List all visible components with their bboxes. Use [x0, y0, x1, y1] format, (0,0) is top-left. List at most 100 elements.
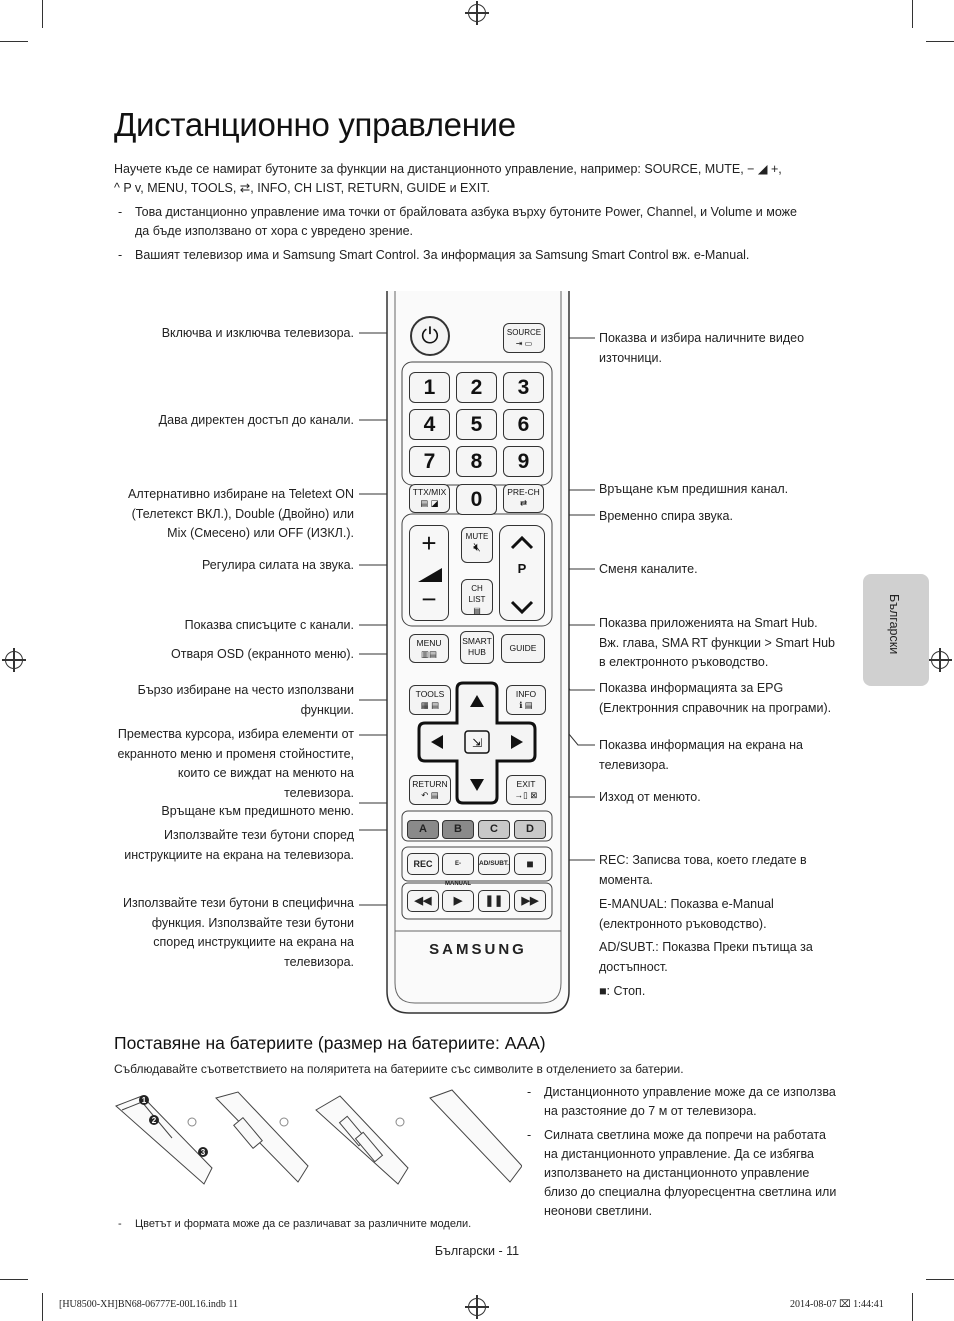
label-emanual: E-MANUAL: Показва e-Manual (електронното…	[599, 897, 774, 931]
e-manual-button[interactable]: E-MANUAL	[442, 853, 474, 887]
source-button[interactable]: SOURCE⇥ ▭	[503, 323, 545, 353]
digit-8-button[interactable]: 8	[456, 446, 497, 477]
dash: -	[527, 1085, 532, 1099]
label-power: Включва и изключва телевизора.	[161, 326, 354, 340]
rec-button[interactable]: REC	[407, 853, 439, 875]
channel-rocker[interactable]: P	[499, 525, 545, 621]
color-button-a[interactable]: A	[407, 820, 439, 839]
color-button-d[interactable]: D	[514, 820, 546, 839]
pre-ch-button[interactable]: PRE-CH⇄	[503, 484, 544, 513]
label-menu: Отваря OSD (екранното меню).	[171, 647, 354, 661]
label-stop: ■: Стоп.	[599, 984, 646, 998]
navigation-pad[interactable]: ⇲	[415, 679, 539, 807]
info-label: INFO	[515, 689, 537, 699]
digit-0-button[interactable]: 0	[456, 484, 497, 515]
battery-note-text: Дистанционното управление може да се изп…	[544, 1085, 836, 1118]
volume-down-icon: −	[421, 584, 437, 614]
digit-7-button[interactable]: 7	[409, 446, 450, 477]
mute-button[interactable]: MUTE🔇︎	[461, 527, 493, 563]
page-title: Дистанционно управление	[114, 106, 516, 143]
color-button-c[interactable]: C	[478, 820, 510, 839]
menu-button[interactable]: MENU▥▤	[409, 634, 449, 663]
ch-list-button[interactable]: CH LIST▤	[461, 579, 493, 615]
tools-button[interactable]: TOOLS▦ ▤	[409, 685, 451, 715]
label-exit: Изход от менюто.	[599, 790, 701, 804]
note-smart-control: - Вашият телевизор има и Samsung Smart C…	[118, 246, 749, 265]
exit-button[interactable]: EXIT→▯ ⊠	[506, 775, 546, 805]
play-button[interactable]: ▶	[442, 890, 474, 912]
volume-up-icon: +	[421, 528, 437, 558]
step-2-marker: 2	[152, 1116, 157, 1125]
digit-9-button[interactable]: 9	[503, 446, 544, 477]
intro-keys: SOURCE, MUTE, − ◢ +,	[644, 162, 782, 176]
model-variation-text: Цветът и формата може да се различават з…	[135, 1218, 472, 1230]
digit-3-button[interactable]: 3	[503, 372, 544, 403]
crop-mark	[42, 1293, 43, 1321]
crop-mark	[0, 41, 28, 42]
label-adsubt: AD/SUBT.: Показва Преки пътища за достъп…	[599, 940, 813, 974]
ttx-label: TTX/MIX	[412, 487, 447, 497]
return-label: RETURN	[412, 779, 448, 789]
guide-button[interactable]: GUIDE	[501, 634, 545, 663]
label-volume: Регулира силата на звука.	[202, 558, 354, 572]
return-button[interactable]: RETURN↶ ▤	[409, 775, 451, 805]
dash: -	[118, 1218, 122, 1230]
crop-mark	[926, 1279, 954, 1280]
label-navigation: Премества курсора, избира елементи от ек…	[117, 727, 354, 800]
note-line: Вашият телевизор има и Samsung Smart Con…	[135, 248, 750, 262]
digit-4-button[interactable]: 4	[409, 409, 450, 440]
registration-mark-icon	[928, 648, 952, 672]
note-line: Това дистанционно управление има точки о…	[135, 205, 797, 219]
battery-note-light: - Силната светлина може да попречи на ра…	[527, 1126, 842, 1221]
stop-button[interactable]: ■	[514, 853, 546, 875]
label-chlist: Показва списъците с канали.	[184, 618, 354, 632]
battery-note-text: Силната светлина може да попречи на рабо…	[544, 1128, 837, 1218]
step-3-marker: 3	[201, 1148, 206, 1157]
registration-mark-icon	[465, 1, 489, 25]
mute-icon: 🔇︎	[473, 540, 481, 554]
step-1-marker: 1	[142, 1096, 147, 1105]
digit-1-button[interactable]: 1	[409, 372, 450, 403]
language-tab: Български	[863, 574, 929, 686]
intro-line-1: Научете къде се намират бутоните за функ…	[114, 160, 782, 179]
ttx-mix-button[interactable]: TTX/MIX▤ ◪	[409, 484, 450, 513]
model-variation-note: - Цветът и формата може да се различават…	[118, 1215, 471, 1234]
samsung-logo: SAMSUNG	[429, 941, 527, 958]
label-info: Показва информация на екрана на телевизо…	[599, 738, 803, 772]
battery-section-title: Поставяне на батериите (размер на батери…	[114, 1033, 546, 1053]
power-button[interactable]: ⏻	[410, 316, 450, 356]
volume-wedge-icon	[418, 568, 442, 582]
rewind-button[interactable]: ◀◀	[407, 890, 439, 912]
source-label: SOURCE	[506, 328, 542, 337]
crop-mark	[0, 1279, 28, 1280]
svg-text:⇲: ⇲	[472, 736, 482, 750]
prech-label: PRE-CH	[507, 487, 540, 497]
label-color-buttons: Използвайте тези бутони според инструкци…	[124, 828, 354, 862]
label-prech: Връщане към предишния канал.	[599, 482, 789, 496]
pause-button[interactable]: ❚❚	[478, 890, 510, 912]
chlist-label: CH LIST	[468, 584, 486, 604]
ad-subt-button[interactable]: AD/SUBT.	[478, 853, 510, 875]
label-ttx: Алтернативно избиране на Teletext ON (Те…	[128, 487, 354, 540]
note-braille: - Това дистанционно управление има точки…	[118, 203, 797, 241]
dash: -	[527, 1128, 532, 1142]
crop-mark	[912, 0, 913, 28]
label-mute: Временно спира звука.	[599, 509, 733, 523]
crop-mark	[912, 1293, 913, 1321]
digit-2-button[interactable]: 2	[456, 372, 497, 403]
battery-intro: Съблюдавайте съответствието на поляритет…	[114, 1062, 684, 1076]
digit-5-button[interactable]: 5	[456, 409, 497, 440]
remote-control-illustration: ⏻ SOURCE⇥ ▭ 1 2 3 4 5 6 7 8 9 TTX/MIX▤ ◪…	[385, 291, 571, 1014]
note-line: да бъде използвано от хора с увредено зр…	[135, 224, 414, 238]
label-tools: Бързо избиране на често използвани функц…	[137, 683, 354, 717]
volume-rocker[interactable]: + −	[409, 525, 449, 621]
tools-label: TOOLS	[415, 689, 445, 699]
color-button-b[interactable]: B	[442, 820, 474, 839]
page-number: Български - 11	[434, 1244, 520, 1258]
channel-arrows-icon	[510, 535, 534, 615]
digit-6-button[interactable]: 6	[503, 409, 544, 440]
smart-hub-button[interactable]: SMART HUB	[460, 631, 494, 664]
channel-p-label: P	[517, 561, 527, 576]
fast-forward-button[interactable]: ▶▶	[514, 890, 546, 912]
